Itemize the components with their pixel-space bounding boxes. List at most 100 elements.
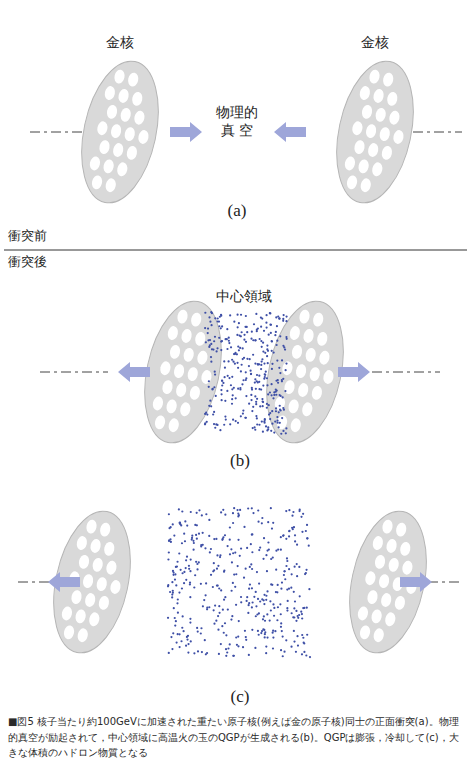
beam-axis (413, 132, 462, 133)
qgp-dot (295, 610, 297, 612)
qgp-dot (259, 405, 261, 407)
nucleon-hole (175, 382, 188, 398)
qgp-dot (278, 411, 280, 413)
qgp-dot (270, 324, 272, 326)
qgp-dot (303, 651, 305, 653)
qgp-dot (236, 353, 238, 355)
qgp-dot (257, 509, 259, 511)
qgp-dot (213, 411, 215, 413)
qgp-dot (276, 340, 278, 342)
qgp-dot (261, 346, 263, 348)
qgp-dot (189, 621, 191, 623)
nucleon-hole (374, 107, 387, 123)
divider-line (4, 250, 467, 251)
qgp-dot (223, 424, 225, 426)
qgp-dot (308, 588, 310, 590)
nucleus-body (70, 54, 170, 210)
qgp-dot (308, 545, 310, 547)
qgp-dot (271, 340, 273, 342)
qgp-dot (263, 594, 265, 596)
qgp-dot (221, 625, 223, 627)
qgp-dot (303, 607, 305, 609)
qgp-dot (221, 399, 223, 401)
nucleon-hole (357, 158, 370, 174)
nucleon-hole (61, 606, 74, 622)
qgp-dot (258, 424, 260, 426)
qgp-dot (226, 390, 228, 392)
gold-nucleus (338, 504, 438, 660)
qgp-dot (279, 405, 281, 407)
qgp-dot (178, 508, 180, 510)
qgp-dot (222, 538, 224, 540)
qgp-dot (189, 583, 191, 585)
qgp-dot (270, 507, 272, 509)
qgp-dot (227, 360, 229, 362)
qgp-dot (217, 565, 219, 567)
qgp-dot (176, 561, 178, 563)
qgp-dot (264, 374, 266, 376)
qgp-dot (305, 569, 307, 571)
nucleon-hole (126, 145, 139, 161)
nucleon-hole (131, 91, 144, 107)
qgp-dot (208, 606, 210, 608)
qgp-dot (219, 556, 221, 558)
qgp-dot (280, 433, 282, 435)
qgp-dot (285, 565, 287, 567)
nucleon-hole (194, 331, 207, 347)
nucleon-hole (289, 325, 302, 341)
qgp-dot (234, 363, 236, 365)
qgp-dot (224, 416, 226, 418)
qgp-dot (220, 389, 222, 391)
qgp-dot (250, 370, 252, 372)
qgp-dot (297, 644, 299, 646)
qgp-dot (265, 595, 267, 597)
qgp-dot (172, 590, 174, 592)
qgp-dot (272, 637, 274, 639)
qgp-dot (236, 644, 238, 646)
qgp-dot (187, 635, 189, 637)
qgp-dot (245, 315, 247, 317)
qgp-dot (305, 654, 307, 656)
qgp-dot (276, 325, 278, 327)
qgp-dot (292, 511, 294, 513)
qgp-dot (189, 582, 191, 584)
nucleon-hole (370, 608, 383, 624)
qgp-dot (236, 362, 238, 364)
qgp-dot (263, 330, 265, 332)
qgp-dot (250, 373, 252, 375)
qgp-dot (271, 410, 273, 412)
nucleon-hole (91, 174, 104, 190)
nucleon-hole (374, 554, 387, 570)
qgp-dot (247, 612, 249, 614)
qgp-dot (180, 569, 182, 571)
qgp-dot (230, 619, 232, 621)
qgp-dot (181, 542, 183, 544)
qgp-dot (225, 655, 227, 657)
qgp-dot (296, 563, 298, 565)
qgp-dot (182, 615, 184, 617)
qgp-dot (210, 548, 212, 550)
qgp-dot (248, 602, 250, 604)
qgp-dot (207, 332, 209, 334)
qgp-dot (246, 358, 248, 360)
qgp-dot (262, 385, 264, 387)
qgp-dot (211, 312, 213, 314)
nucleon-hole (189, 385, 202, 401)
qgp-dot (302, 637, 304, 639)
qgp-dot (209, 400, 211, 402)
qgp-dot (212, 570, 214, 572)
qgp-dot (171, 594, 173, 596)
qgp-dot (265, 425, 267, 427)
qgp-dot (276, 416, 278, 418)
qgp-dot (215, 538, 217, 540)
qgp-dot (295, 651, 297, 653)
qgp-dot (207, 339, 209, 341)
qgp-dot (221, 384, 223, 386)
qgp-dot (227, 375, 229, 377)
nucleon-hole (346, 174, 359, 190)
qgp-dot (283, 346, 285, 348)
qgp-dot (282, 430, 284, 432)
qgp-dot (218, 320, 220, 322)
beam-axis (428, 582, 462, 583)
qgp-dot (185, 559, 187, 561)
